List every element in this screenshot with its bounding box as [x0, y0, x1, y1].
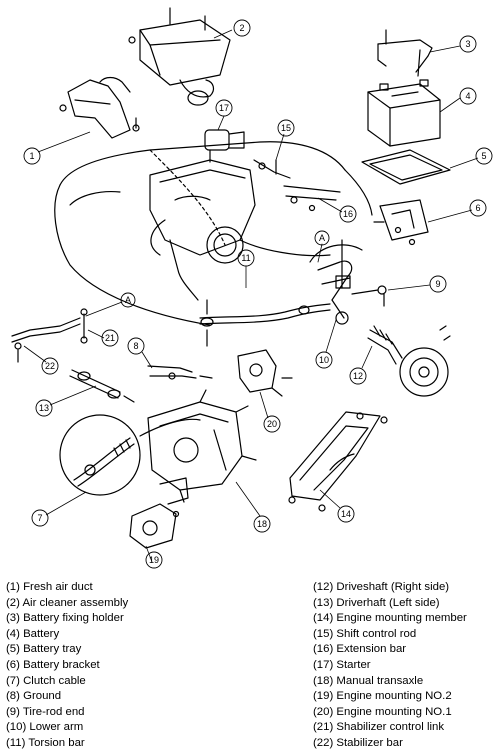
stabilizer-bar	[11, 317, 81, 363]
callout-7: 7	[31, 509, 49, 527]
tire-rod-end	[351, 285, 387, 307]
ref-mark-a-upper: A	[314, 230, 330, 246]
callout-10: 10	[315, 351, 333, 369]
svg-text:11: 11	[241, 253, 250, 263]
callout-18: 18	[253, 515, 271, 533]
svg-text:14: 14	[341, 509, 351, 519]
svg-text:5: 5	[481, 151, 486, 161]
legend-item-3: (3) Battery fixing holder	[6, 612, 124, 625]
svg-text:13: 13	[39, 403, 49, 413]
driveshaft-left	[69, 369, 135, 403]
callout-11: 11	[237, 249, 255, 267]
driveshaft-right	[367, 325, 451, 397]
callout-14: 14	[337, 505, 355, 523]
stabilizer-control-link	[80, 308, 88, 344]
engine-block	[149, 159, 256, 301]
callout-15: 15	[277, 119, 295, 137]
legend-item-4: (4) Battery	[6, 627, 60, 640]
legend-left-column: (1) Fresh air duct (2) Air cleaner assem…	[6, 580, 128, 752]
svg-text:6: 6	[475, 203, 480, 213]
legend-item-9: (9) Tire-rod end	[6, 705, 85, 718]
exploded-parts-diagram: 1 2 3 4 5 6 7 8 9 10 11 12 13 14 15 16 1…	[11, 7, 493, 569]
svg-text:15: 15	[281, 123, 291, 133]
callout-16: 16	[339, 205, 357, 223]
svg-text:9: 9	[435, 279, 440, 289]
legend-item-20: (20) Engine mounting NO.1	[313, 705, 452, 718]
callout-1: 1	[23, 147, 41, 165]
legend-item-10: (10) Lower arm	[6, 721, 84, 734]
svg-text:19: 19	[149, 555, 159, 565]
svg-text:21: 21	[105, 333, 115, 343]
legend-item-13: (13) Driverhaft (Left side)	[313, 596, 440, 609]
clutch-cable	[59, 414, 201, 496]
svg-text:22: 22	[45, 361, 55, 371]
legend-item-1: (1) Fresh air duct	[6, 581, 93, 593]
svg-text:18: 18	[257, 519, 267, 529]
callout-5: 5	[475, 147, 493, 165]
callout-12: 12	[349, 367, 367, 385]
callout-22: 22	[41, 357, 59, 375]
svg-text:10: 10	[319, 355, 329, 365]
battery-tray	[361, 149, 451, 185]
legend-item-2: (2) Air cleaner assembly	[6, 596, 129, 609]
legend-item-7: (7) Clutch cable	[6, 674, 86, 687]
engine-mounting-no1	[237, 349, 293, 397]
ref-mark-a-lower: A	[120, 292, 136, 308]
svg-text:7: 7	[37, 513, 42, 523]
svg-text:A: A	[125, 295, 131, 305]
callout-3: 3	[459, 35, 477, 53]
battery-bracket	[373, 199, 429, 246]
legend-item-18: (18) Manual transaxle	[313, 674, 424, 687]
legend-item-12: (12) Driveshaft (Right side)	[313, 581, 450, 593]
callout-13: 13	[35, 399, 53, 417]
legend-item-11: (11) Torsion bar	[6, 736, 85, 749]
legend-item-22: (22) Stabilizer bar	[313, 736, 403, 749]
callout-9: 9	[429, 275, 447, 293]
air-cleaner-assembly	[128, 7, 231, 106]
callout-6: 6	[469, 199, 487, 217]
svg-text:1: 1	[29, 151, 34, 161]
svg-text:12: 12	[353, 371, 363, 381]
callout-17: 17	[215, 99, 233, 117]
engine-mounting-member	[288, 411, 388, 512]
svg-text:2: 2	[239, 23, 244, 33]
battery-fixing-holder	[377, 29, 433, 77]
wheel-arch	[309, 239, 363, 289]
engine-mounting-no2	[129, 477, 189, 549]
legend-item-21: (21) Shabilizer control link	[313, 721, 445, 734]
legend-right-column: (12) Driveshaft (Right side) (13) Driver…	[313, 580, 467, 752]
svg-text:8: 8	[133, 341, 138, 351]
legend-item-17: (17) Starter	[313, 658, 371, 671]
legend-item-16: (16) Extension bar	[313, 643, 407, 656]
legend-item-6: (6) Battery bracket	[6, 658, 100, 671]
callout-8: 8	[127, 337, 145, 355]
svg-text:20: 20	[267, 419, 277, 429]
legend-item-15: (15) Shift control rod	[313, 627, 417, 640]
ground-cable	[147, 365, 213, 380]
svg-text:17: 17	[219, 103, 229, 113]
svg-text:A: A	[319, 233, 325, 243]
legend-item-8: (8) Ground	[6, 690, 62, 703]
svg-text:16: 16	[343, 209, 353, 219]
car-body-outline	[54, 141, 373, 326]
callout-2: 2	[233, 19, 251, 37]
battery	[367, 79, 441, 147]
manual-transaxle	[147, 389, 257, 503]
legend-item-19: (19) Engine mounting NO.2	[313, 690, 452, 703]
callout-4: 4	[459, 87, 477, 105]
callout-20: 20	[263, 415, 281, 433]
torsion-bar	[199, 299, 331, 347]
fresh-air-duct	[59, 76, 140, 139]
extension-bar	[283, 185, 341, 212]
shift-control-rod	[253, 159, 291, 179]
svg-text:4: 4	[465, 91, 470, 101]
lower-arm	[317, 260, 353, 325]
callout-19: 19	[145, 551, 163, 569]
legend-item-14: (14) Engine mounting member	[313, 612, 467, 625]
callout-21: 21	[101, 329, 119, 347]
svg-text:3: 3	[465, 39, 470, 49]
legend-item-5: (5) Battery tray	[6, 643, 82, 656]
